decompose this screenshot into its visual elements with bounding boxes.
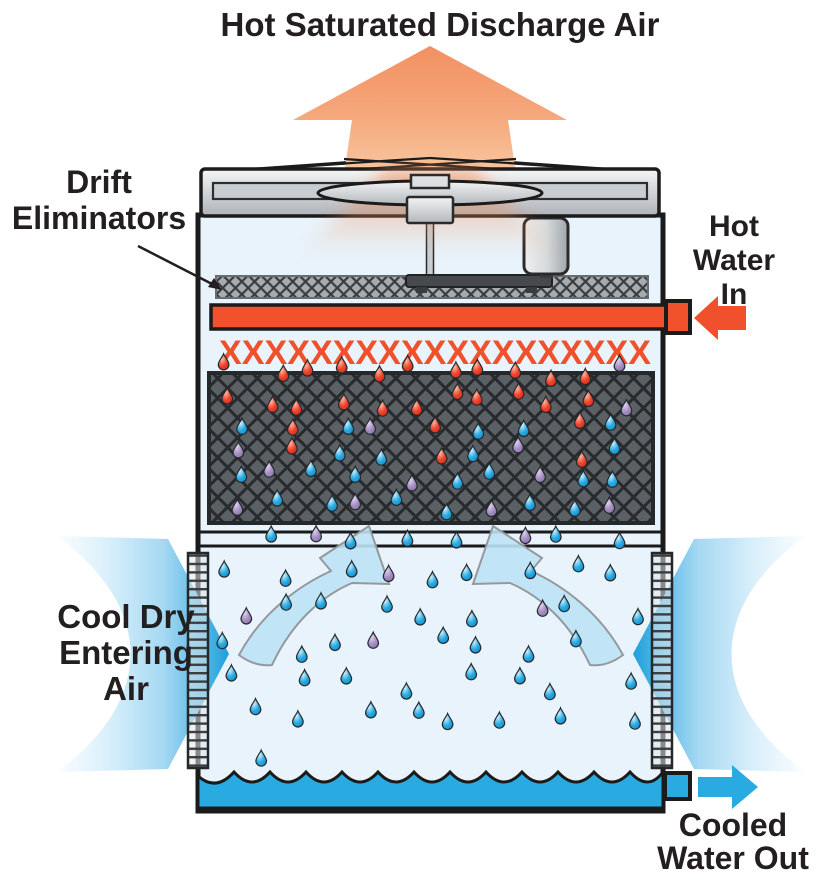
cooled-water-outlet-stub [663, 771, 692, 801]
cooled-water-out-arrow [698, 765, 758, 809]
discharge-air-label: Hot Saturated Discharge Air [40, 6, 840, 44]
hot-water-pipe [209, 303, 669, 331]
drive-support-foot [416, 287, 427, 293]
cold-water-basin [196, 767, 665, 810]
fan-hub [409, 173, 451, 190]
entering-air-arrow-left [57, 536, 229, 772]
airflow-swoosh-right [471, 524, 625, 667]
drift-eliminators-leader [137, 244, 222, 290]
discharge-air-text: Hot Saturated Discharge Air [220, 6, 660, 43]
fill-media [207, 371, 655, 525]
intake-louver-right [650, 551, 674, 770]
entering-air-arrow-right [633, 536, 805, 772]
intake-louver-left [186, 551, 210, 770]
hot-water-inlet-stub [664, 299, 692, 335]
drift-eliminators-label: Drift Eliminators [11, 164, 187, 236]
discharge-air-arrow [293, 46, 567, 174]
fan-gearbox [405, 195, 455, 225]
hot-water-in-arrow [694, 296, 746, 340]
cooled-water-out-label: Cooled Water Out [657, 807, 809, 876]
cool-dry-entering-air-label: Cool Dry Entering Air [57, 598, 195, 707]
spray-nozzles-row: XXXXXXXXXXXXXXXXXXX [219, 334, 651, 372]
hot-water-in-label: Hot Water In [692, 210, 776, 311]
drive-support-foot [526, 287, 537, 293]
drive-shaft-bar [405, 274, 553, 288]
